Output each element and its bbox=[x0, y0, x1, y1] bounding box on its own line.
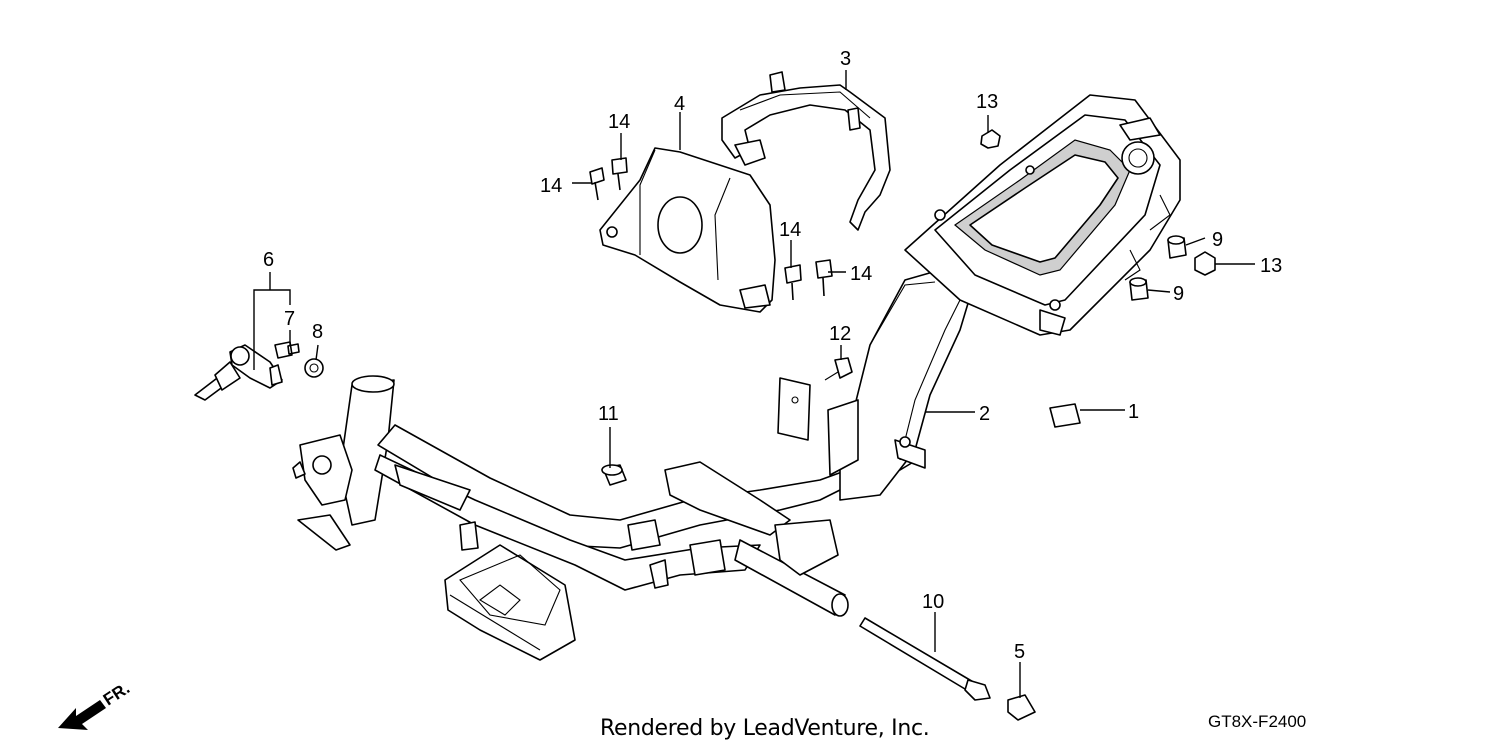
callout-13-right: 13 bbox=[1260, 255, 1282, 277]
part-3-bracket bbox=[721, 71, 891, 231]
callout-7: 7 bbox=[284, 308, 295, 330]
render-credit: Rendered by LeadVenture, Inc. bbox=[600, 716, 930, 741]
callout-12: 12 bbox=[829, 323, 851, 345]
callout-14-left: 14 bbox=[540, 175, 562, 197]
callout-6: 6 bbox=[263, 249, 274, 271]
part-9-collar-upper bbox=[1167, 235, 1187, 259]
part-12-clip bbox=[777, 357, 853, 441]
callout-9-upper: 9 bbox=[1212, 229, 1223, 251]
callout-10: 10 bbox=[922, 591, 944, 613]
part-1-label bbox=[1049, 403, 1081, 428]
callout-14-mid: 14 bbox=[779, 219, 801, 241]
part-10-bolt bbox=[859, 617, 991, 701]
part-5-cap bbox=[1007, 694, 1036, 721]
callout-13-upper: 13 bbox=[976, 91, 998, 113]
callout-2: 2 bbox=[979, 403, 990, 425]
callout-5: 5 bbox=[1014, 641, 1025, 663]
frame-body bbox=[292, 94, 1181, 661]
part-6-key-switch bbox=[194, 344, 283, 401]
callout-labels: 1 2 3 4 5 6 7 8 9 9 10 11 12 13 13 14 14… bbox=[263, 48, 1282, 663]
part-7-screw bbox=[274, 341, 300, 359]
part-11-grommet bbox=[601, 464, 627, 486]
part-13-nut-upper bbox=[980, 129, 1001, 149]
callout-14-top: 14 bbox=[608, 111, 630, 133]
part-4-cover bbox=[599, 147, 776, 313]
callout-11: 11 bbox=[598, 403, 619, 425]
diagram-code: GT8X-F2400 bbox=[1208, 712, 1307, 731]
leader-lines bbox=[253, 70, 1255, 698]
part-9-collar-lower bbox=[1129, 277, 1149, 301]
arrow-icon bbox=[58, 700, 106, 730]
callout-4: 4 bbox=[674, 93, 685, 115]
callout-14-right: 14 bbox=[850, 263, 872, 285]
front-marker-label: FR. bbox=[100, 679, 133, 710]
callout-1: 1 bbox=[1128, 401, 1139, 423]
callout-3: 3 bbox=[840, 48, 851, 70]
part-13-nut-right bbox=[1194, 251, 1216, 276]
callout-9-lower: 9 bbox=[1173, 283, 1184, 305]
part-8-nut bbox=[304, 358, 324, 378]
callout-8: 8 bbox=[312, 321, 323, 343]
front-direction-arrow: FR. bbox=[58, 679, 133, 730]
